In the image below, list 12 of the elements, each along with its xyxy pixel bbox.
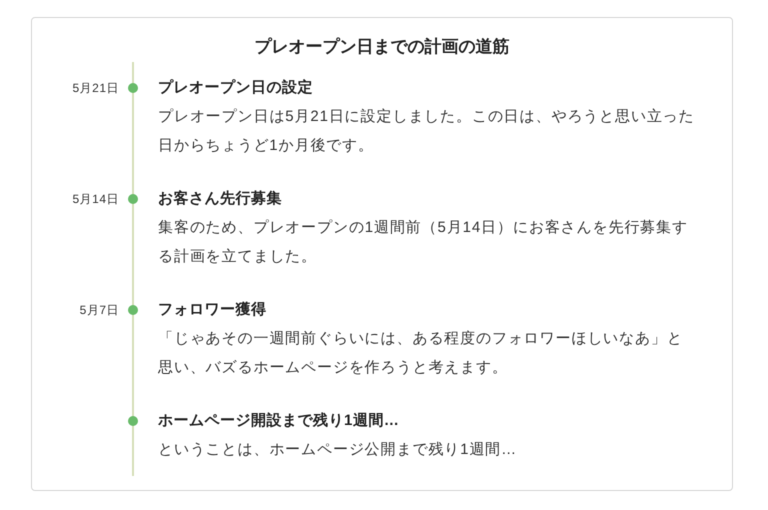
entry-text: プレオープン日は5月21日に設定しました。この日は、やろうと思い立った日からちょうど1か月後です。 (158, 107, 696, 156)
entry-text: 「じゃあその一週間前ぐらいには、ある程度のフォロワーほしいなあ」と思い、バズるホームページを作ろうと考えます。 (158, 329, 684, 378)
entry-heading: プレオープン日の設定 (158, 78, 313, 98)
date-label: 5月21日 (72, 80, 119, 96)
entry-heading: お客さん先行募集 (158, 189, 282, 209)
date-label: 5月14日 (72, 191, 119, 207)
entry-heading: ホームページ開設まで残り1週間… (158, 411, 400, 431)
date-label: 5月7日 (80, 302, 119, 318)
entry-text: 集客のため、プレオープンの1週間前（5月14日）にお客さんを先行募集する計画を立てました。 (158, 218, 689, 267)
entry-text: ということは、ホームページ公開まで残り1週間… (158, 440, 518, 460)
entry-heading: フォロワー獲得 (158, 300, 266, 320)
title: プレオープン日までの計画の道筋 (254, 36, 510, 58)
